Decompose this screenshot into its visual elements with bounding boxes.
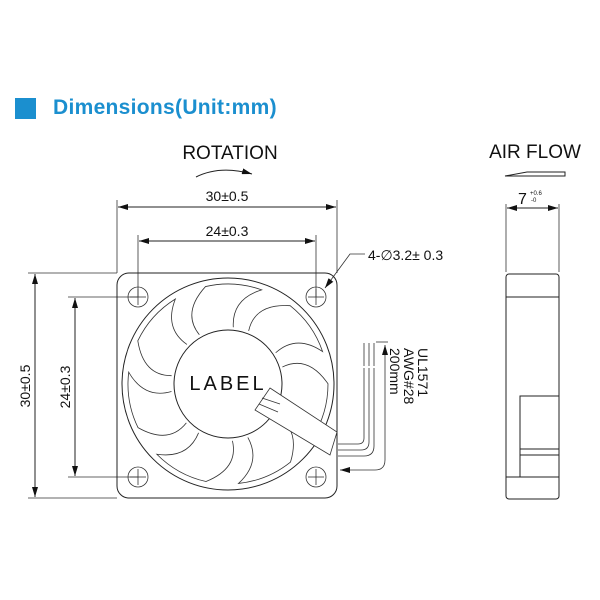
height-overall-text: 30±0.5 <box>17 364 33 407</box>
fan-blade <box>155 432 234 482</box>
fan-blade <box>248 305 324 354</box>
width-overall-text: 30±0.5 <box>206 188 249 204</box>
rotation-label: ROTATION <box>182 143 277 164</box>
thickness-dimension: 7 +0.6 -0 <box>505 191 560 272</box>
fan-side-view <box>505 273 560 500</box>
height-overall-dimension: 30±0.5 <box>17 272 117 499</box>
fan-blade <box>137 298 188 377</box>
wire-strut <box>254 387 338 456</box>
thickness-text: 7 <box>518 191 527 208</box>
tolerance-plus-text: +0.6 <box>530 191 543 197</box>
section-title: Dimensions(Unit:mm) <box>15 96 277 120</box>
fan-front-view: LABEL <box>116 272 338 499</box>
hole-spec-callout: 4-∅3.2± 0.3 <box>324 247 443 289</box>
fan-blade <box>127 370 187 436</box>
wire-length-text: 200mm <box>387 348 403 395</box>
rotation-arrow-icon <box>195 168 253 178</box>
hole-spec-text: 4-∅3.2± 0.3 <box>368 247 443 263</box>
airflow-arrow-icon <box>504 171 566 177</box>
airflow-label: AIR FLOW <box>489 142 581 163</box>
tolerance-minus-text: -0 <box>531 198 537 204</box>
wire-gauge-text: AWG#28 <box>401 348 417 404</box>
center-label: LABEL <box>189 373 266 395</box>
fan-blade <box>191 283 263 335</box>
title-marker-icon <box>15 97 36 119</box>
width-holes-dimension: 24±0.3 <box>137 223 317 297</box>
mounting-holes <box>127 286 327 488</box>
lead-wires <box>338 341 388 473</box>
width-overall-dimension: 30±0.5 <box>116 188 338 273</box>
wire-spec: 200mm AWG#28 UL1571 <box>387 348 431 404</box>
height-holes-dimension: 24±0.3 <box>57 296 138 478</box>
fan-hub <box>173 329 283 439</box>
wire-standard-text: UL1571 <box>415 348 431 397</box>
width-holes-text: 24±0.3 <box>206 223 249 239</box>
title-text: Dimensions(Unit:mm) <box>53 96 277 119</box>
height-holes-text: 24±0.3 <box>57 365 73 408</box>
fan-blade <box>237 415 294 484</box>
